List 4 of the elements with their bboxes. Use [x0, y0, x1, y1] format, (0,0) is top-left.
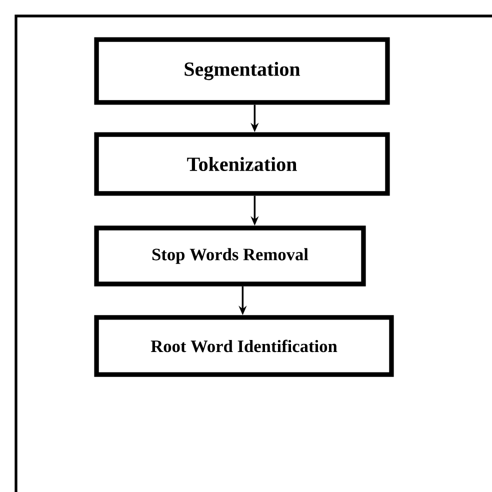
- process-box: Stop Words Removal: [94, 226, 366, 286]
- process-box: Tokenization: [94, 132, 390, 196]
- process-box: Segmentation: [94, 37, 390, 105]
- process-box: Root Word Identification: [94, 315, 394, 377]
